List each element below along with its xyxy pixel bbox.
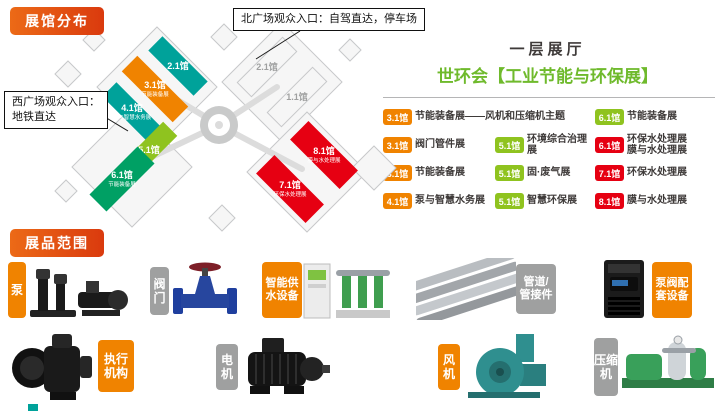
hall-legend: 3.1馆 节能装备展——风机和压缩机主题 6.1馆 节能装备展 3.1馆 阀门管… (383, 103, 715, 215)
product-label-valve: 阀门 (150, 267, 169, 315)
legend-item: 5.1馆 固·废气展 (495, 165, 595, 181)
hall-4-1 (102, 82, 162, 142)
exhibit-scope-badge: 展品范围 (10, 229, 104, 257)
hall-1-1-muted (266, 66, 328, 128)
hall-3-1 (121, 55, 189, 123)
hall-label: 8.1馆 (313, 145, 335, 156)
hall-sublabel: 环保水处理展 (273, 190, 307, 198)
product-label-actuator: 执行 机构 (98, 340, 134, 392)
product-label-pump-valve-equipment: 泵阀配 套设备 (652, 262, 692, 318)
legend-item: 7.1馆 环保水处理展 (595, 165, 715, 181)
hall-label: 3.1馆 (144, 79, 166, 90)
venue-map: 2.1馆 1.1馆 2.1馆 3.1馆 节能装备展 4.1馆 泵与智慧水务展 5… (52, 21, 404, 235)
legend-label: 阀门管件展 (415, 139, 465, 151)
hall-label: 2.1馆 (167, 60, 189, 71)
hall-6-1 (89, 146, 155, 212)
product-label-pump: 泵 (8, 262, 26, 318)
central-hub-dot (215, 121, 223, 129)
legend-item: 3.1馆 节能装备展——风机和压缩机主题 (383, 109, 595, 125)
legend-label: 膜与水处理展 (627, 195, 687, 207)
water-supply-photo (302, 256, 394, 322)
hall-badge: 7.1馆 (595, 165, 624, 181)
legend-item: 5.1馆 环境综合治理展 (495, 134, 595, 157)
hall-8-1 (290, 121, 358, 189)
hall-badge: 3.1馆 (383, 137, 412, 153)
corner-mark (28, 404, 38, 411)
legend-label: 环保水处理展 膜与水处理展 (627, 133, 687, 157)
valve-photo (169, 258, 241, 320)
hall-label: 5.1馆 (138, 144, 160, 155)
hall-badge: 5.1馆 (495, 137, 524, 153)
legend-item: 5.1馆 智慧环保展 (495, 193, 595, 209)
hall-label: 1.1馆 (286, 91, 308, 102)
west-entrance-callout: 西广场观众入口： 地铁直达 (4, 91, 108, 129)
legend-label: 环境综合治理展 (527, 133, 587, 157)
product-label-motor: 电机 (216, 344, 238, 390)
legend-label: 智慧环保展 (527, 195, 577, 207)
legend-label: 环保水处理展 (627, 167, 687, 179)
hall-label: 7.1馆 (279, 179, 301, 190)
product-label-compressor: 压缩机 (594, 338, 618, 396)
pump-photo (26, 258, 132, 320)
hall-label: 2.1馆 (256, 61, 278, 72)
product-label-fan: 风机 (438, 344, 460, 390)
legend-item: 6.1馆 节能装备展 (595, 109, 715, 125)
legend-label: 固·废气展 (527, 167, 571, 179)
hall-label: 6.1馆 (111, 169, 133, 180)
pipes-photo (416, 258, 516, 320)
product-label-water-supply: 智能供 水设备 (262, 262, 302, 318)
hall-badge: 6.1馆 (595, 109, 624, 125)
legend-label: 泵与智慧水务展 (415, 195, 485, 207)
panel-divider (383, 97, 715, 98)
legend-item: 8.1馆 膜与水处理展 (595, 193, 715, 209)
fan-photo (460, 330, 552, 400)
hall-badge: 8.1馆 (595, 193, 624, 209)
legend-label: 节能装备展——风机和压缩机主题 (415, 111, 565, 123)
legend-label: 节能装备展 (627, 111, 677, 123)
hall-badge: 4.1馆 (383, 193, 412, 209)
product-label-pipes: 管道/ 管接件 (516, 264, 556, 314)
vfd-photo (596, 258, 652, 320)
motor-photo (238, 332, 330, 400)
hall-badge: 6.1馆 (595, 137, 624, 153)
hall-badge: 3.1馆 (383, 109, 412, 125)
legend-label: 节能装备展 (415, 167, 465, 179)
legend-item: 4.1馆 泵与智慧水务展 (383, 193, 495, 209)
hall-badge: 5.1馆 (495, 193, 524, 209)
compressor-photo (618, 330, 718, 400)
hall-sublabel: 泵与智慧水务展 (113, 113, 152, 121)
legend-item: 3.1馆 阀门管件展 (383, 137, 495, 153)
actuator-photo (4, 330, 98, 402)
floor-title: 一层展厅 (509, 41, 586, 58)
hall-distribution-badge: 展馆分布 (10, 7, 104, 35)
hall-badge: 5.1馆 (495, 165, 524, 181)
legend-item: 6.1馆 环保水处理展 膜与水处理展 (595, 134, 715, 157)
hall-2-1 (148, 36, 208, 96)
north-entrance-callout: 北广场观众入口：自驾直达，停车场 (233, 8, 425, 31)
hall-7-1 (256, 155, 324, 223)
hall-sublabel: 节能装备展 (108, 180, 136, 188)
expo-title: 世环会【工业节能与环保展】 (437, 67, 658, 86)
hall-sublabel: 节能装备展 (141, 90, 169, 98)
hall-label: 4.1馆 (121, 102, 143, 113)
hall-sublabel: 膜与水处理展 (307, 156, 341, 164)
